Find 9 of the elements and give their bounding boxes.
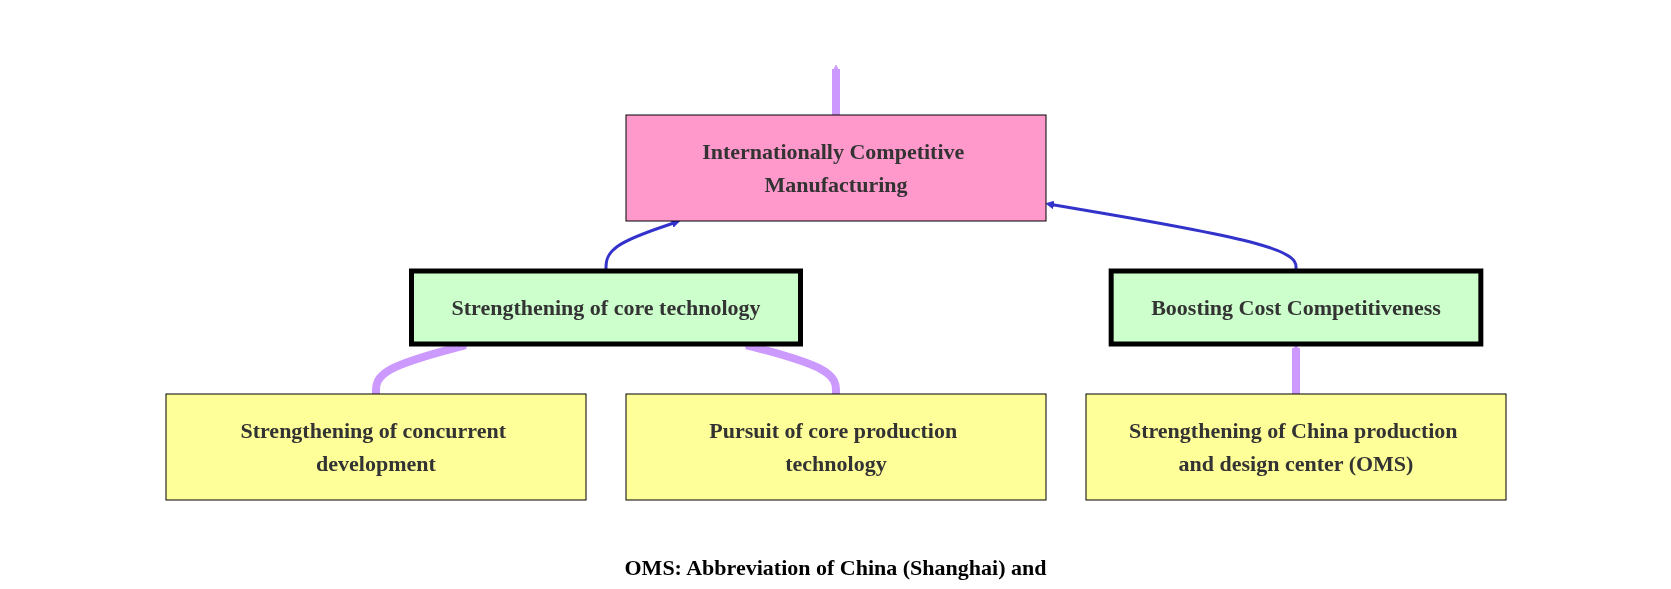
node-box: Strengthening of concurrent development bbox=[165, 393, 586, 501]
node-box: Boosting Cost Competitiveness bbox=[1108, 268, 1483, 347]
node-box: Internationally Competitive Manufacturing bbox=[625, 114, 1046, 222]
arrow bbox=[1045, 200, 1297, 271]
footnote: OMS: Abbreviation of China (Shanghai) and bbox=[624, 555, 1047, 581]
node-box: Strengthening of core technology bbox=[408, 268, 803, 347]
node-box: Pursuit of core production technology bbox=[625, 393, 1046, 501]
node-box: Strengthening of China production and design center (OMS) bbox=[1085, 393, 1506, 501]
arrow bbox=[831, 64, 840, 115]
